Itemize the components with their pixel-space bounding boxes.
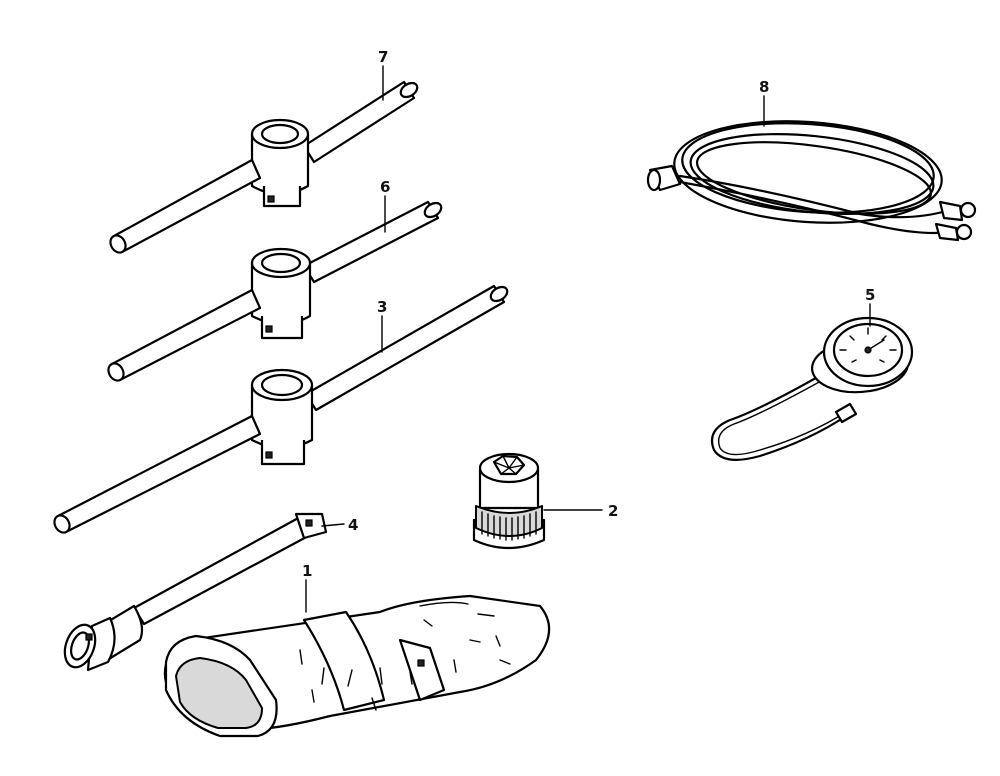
pressure-gauge-5: [710, 316, 914, 461]
callout-5: 5: [865, 286, 875, 304]
callout-1: 1: [302, 562, 312, 580]
tool-bag-1: [163, 594, 551, 738]
callout-3: 3: [377, 298, 387, 316]
t-bar-wrench-7: [109, 80, 419, 254]
callout-8: 8: [759, 78, 769, 96]
t-bar-wrench-6: [107, 200, 443, 382]
callout-6: 6: [380, 178, 390, 196]
socket-2: [472, 452, 546, 550]
air-hose-8: [646, 120, 977, 242]
callout-leaders: [305, 65, 871, 613]
t-bar-wrench-3: [53, 284, 509, 534]
callout-7: 7: [378, 48, 388, 66]
callout-4: 4: [348, 516, 358, 534]
extension-bar-4: [63, 512, 328, 672]
callout-2: 2: [608, 502, 618, 520]
